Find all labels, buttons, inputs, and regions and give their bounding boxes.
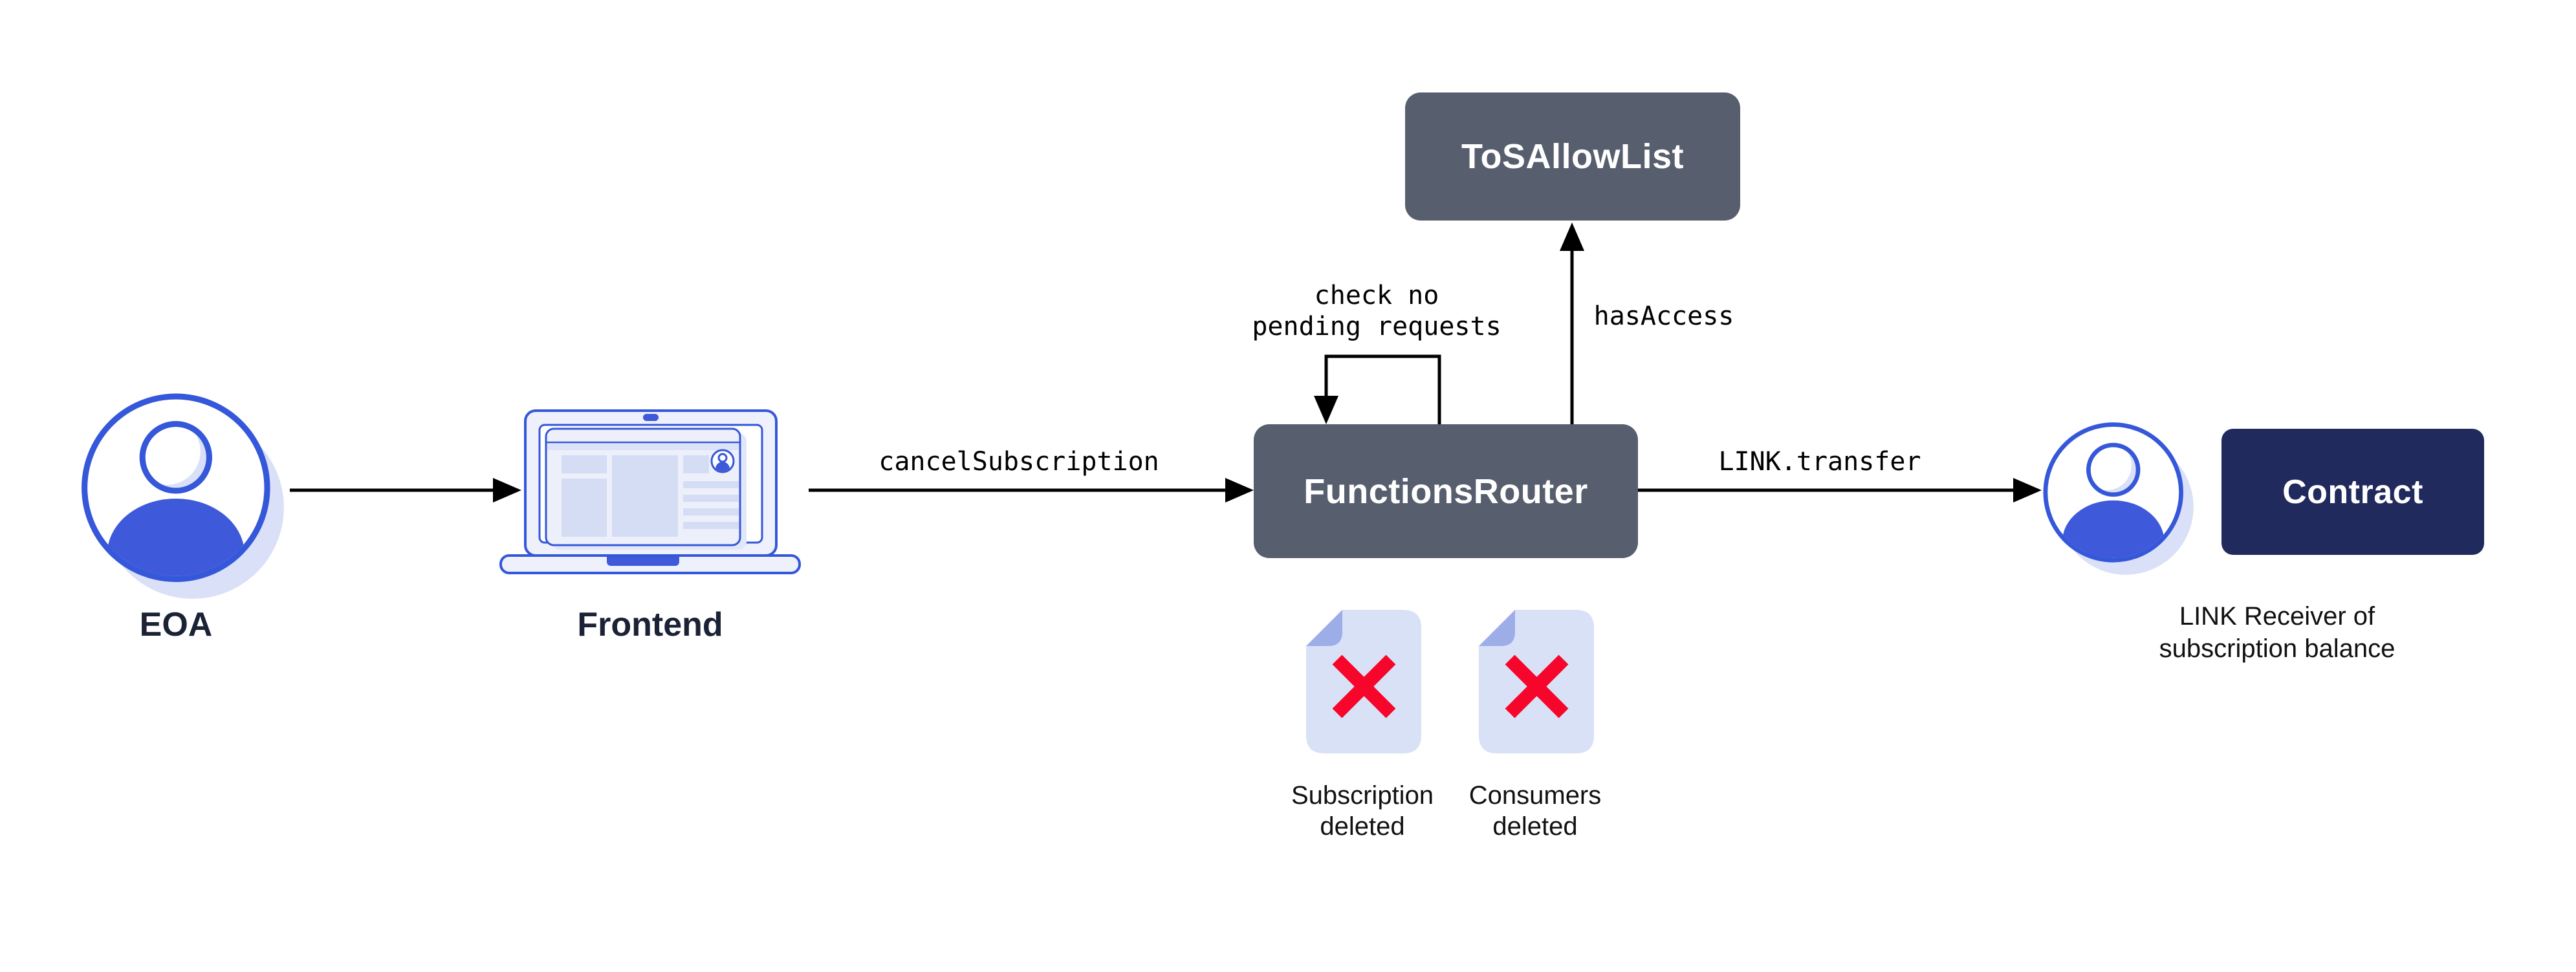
edge-label-line: pending requests — [1252, 312, 1501, 341]
functions-router-label: FunctionsRouter — [1304, 471, 1588, 511]
functions-router-box: FunctionsRouter — [1254, 424, 1638, 558]
link-receiver-person-icon — [2043, 422, 2194, 575]
arrow-frontend-to-router — [809, 478, 1254, 502]
edge-label-link-transfer: LINK.transfer — [1718, 447, 1921, 477]
red-x-icon — [1505, 654, 1569, 718]
contract-box: Contract — [2221, 429, 2484, 555]
frontend-label: Frontend — [577, 606, 723, 643]
edge-label-check-no-pending-requests: check no pending requests — [1252, 280, 1501, 342]
doc-label-line: deleted — [1492, 812, 1578, 841]
caption-line: subscription balance — [2159, 634, 2396, 663]
doc-label-line: deleted — [1320, 812, 1405, 841]
caption-line: LINK Receiver of — [2179, 602, 2375, 631]
arrow-eoa-to-frontend — [290, 478, 521, 502]
arrow-router-to-receiver — [1638, 478, 2042, 502]
edge-label-has-access: hasAccess — [1593, 301, 1734, 331]
subscription-deleted-label: Subscription deleted — [1291, 780, 1434, 842]
tos-allow-list-label: ToSAllowList — [1461, 137, 1684, 176]
arrow-router-to-tos — [1560, 222, 1584, 424]
consumers-deleted-document-icon — [1479, 610, 1594, 753]
eoa-person-icon — [82, 393, 284, 599]
frontend-laptop-icon — [499, 409, 801, 574]
contract-label: Contract — [2282, 473, 2423, 511]
edge-label-line: check no — [1314, 281, 1439, 310]
doc-label-line: Consumers — [1468, 781, 1602, 810]
link-receiver-caption: LINK Receiver of subscription balance — [2159, 600, 2396, 665]
subscription-deleted-document-icon — [1306, 610, 1421, 753]
red-x-icon — [1332, 654, 1396, 718]
arrow-router-self-loop — [1314, 354, 1441, 424]
doc-label-line: Subscription — [1291, 781, 1434, 810]
edge-label-cancel-subscription: cancelSubscription — [879, 447, 1159, 477]
tos-allow-list-box: ToSAllowList — [1405, 92, 1740, 221]
consumers-deleted-label: Consumers deleted — [1469, 780, 1602, 842]
eoa-label: EOA — [139, 606, 213, 643]
